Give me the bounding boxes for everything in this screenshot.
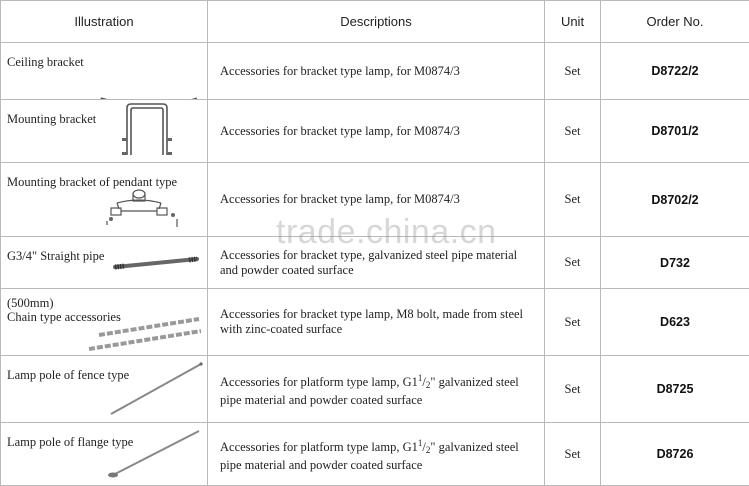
item-name: Lamp pole of flange type (7, 435, 133, 449)
unit-cell: Set (545, 43, 601, 100)
illustration-cell: Lamp pole of flange type (1, 423, 208, 486)
item-name: Mounting bracket of pendant type (7, 175, 177, 189)
illustration-cell: Mounting bracket of pendant type (1, 163, 208, 237)
description-cell: Accessories for bracket type lamp, for M… (208, 163, 545, 237)
description-cell: Accessories for bracket type lamp, for M… (208, 43, 545, 100)
mounting-bracket-icon (1, 100, 207, 162)
flange-pole-icon (1, 423, 207, 485)
unit-cell: Set (545, 163, 601, 237)
order-number-cell: D8702/2 (601, 163, 749, 237)
order-number-cell: D8725 (601, 356, 749, 423)
description-cell: Accessories for bracket type lamp, for M… (208, 100, 545, 163)
table-row: (500mm) Chain type accessories Accessori… (1, 289, 749, 356)
header-illustration: Illustration (1, 1, 208, 43)
fraction-numerator: 1 (418, 438, 423, 448)
item-name-line-1: (500mm) (7, 296, 121, 310)
illustration-cell: Lamp pole of fence type (1, 356, 208, 423)
description-text: Accessories for platform type lamp, G1 (220, 440, 418, 454)
pendant-bracket-icon (1, 163, 207, 236)
table-header-row: Illustration Descriptions Unit Order No. (1, 1, 749, 43)
description-line-2: and powder coated surface (220, 263, 538, 278)
description-cell: Accessories for platform type lamp, G11/… (208, 356, 545, 423)
item-name: Lamp pole of fence type (7, 368, 129, 382)
illustration-cell: G3/4" Straight pipe (1, 237, 208, 289)
header-unit: Unit (545, 1, 601, 43)
order-number-cell: D8726 (601, 423, 749, 486)
item-name: Mounting bracket (7, 112, 96, 126)
illustration-cell: Mounting bracket (1, 100, 208, 163)
table-row: Lamp pole of flange type Accessories for… (1, 423, 749, 486)
illustration-cell: Ceiling bracket (1, 43, 208, 100)
description-line-1: Accessories for platform type lamp, G11/… (220, 371, 538, 393)
description-text: " galvanized steel (430, 440, 518, 454)
description-line-2: with zinc-coated surface (220, 322, 538, 337)
description-text: Accessories for platform type lamp, G1 (220, 375, 418, 389)
item-name: G3/4" Straight pipe (7, 249, 104, 263)
unit-cell: Set (545, 356, 601, 423)
fraction-numerator: 1 (418, 373, 423, 383)
ceiling-bracket-icon (1, 43, 207, 99)
description-line-1: Accessories for platform type lamp, G11/… (220, 436, 538, 458)
item-name: (500mm) Chain type accessories (7, 296, 121, 324)
unit-cell: Set (545, 237, 601, 289)
unit-cell: Set (545, 289, 601, 356)
unit-cell: Set (545, 423, 601, 486)
table-row: G3/4" Straight pipe Accessories for brac… (1, 237, 749, 289)
order-number-cell: D623 (601, 289, 749, 356)
unit-cell: Set (545, 100, 601, 163)
header-descriptions: Descriptions (208, 1, 545, 43)
fence-pole-icon (1, 356, 207, 422)
description-cell: Accessories for bracket type, galvanized… (208, 237, 545, 289)
table-row: Mounting bracket Accessories for bracket… (1, 100, 749, 163)
table-row: Lamp pole of fence type Accessories for … (1, 356, 749, 423)
order-number-cell: D8701/2 (601, 100, 749, 163)
table-row: Ceiling bracket Accessories for bracket … (1, 43, 749, 100)
description-cell: Accessories for bracket type lamp, M8 bo… (208, 289, 545, 356)
description-line-2: pipe material and powder coated surface (220, 393, 538, 408)
order-number-cell: D732 (601, 237, 749, 289)
description-line-1: Accessories for bracket type lamp, M8 bo… (220, 307, 538, 322)
description-text: " galvanized steel (430, 375, 518, 389)
illustration-cell: (500mm) Chain type accessories (1, 289, 208, 356)
description-cell: Accessories for platform type lamp, G11/… (208, 423, 545, 486)
header-order-no: Order No. (601, 1, 749, 43)
description-line-1: Accessories for bracket type, galvanized… (220, 248, 538, 263)
description-line-2: pipe material and powder coated surface (220, 458, 538, 473)
item-name-line-2: Chain type accessories (7, 310, 121, 324)
item-name: Ceiling bracket (7, 55, 84, 69)
order-number-cell: D8722/2 (601, 43, 749, 100)
table-row: Mounting bracket of pendant type (1, 163, 749, 237)
